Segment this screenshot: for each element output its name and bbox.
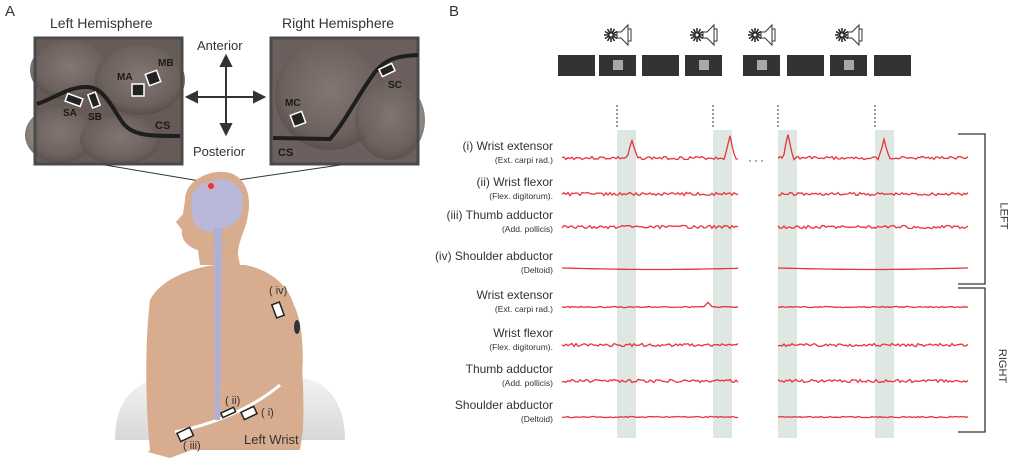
label-mb: MB [158,58,174,69]
flash-and-speaker-icon [604,23,632,47]
emg-trace [777,415,969,419]
channel-muscle: (Deltoid) [520,265,553,275]
stimulation-site-icon [208,183,214,189]
emg-electrode-ii [219,406,237,419]
emg-electrode-iv [270,301,286,319]
label-posterior: Posterior [193,144,246,159]
panel-b-letter: B [449,3,460,20]
emg-trace [777,378,969,384]
channel-name: Wrist flexor [493,326,553,340]
response-window [617,130,636,438]
response-window [778,130,797,438]
channel-muscle: (Ext. carpi rad.) [494,155,553,165]
direction-compass [184,53,267,137]
trial-block [787,55,824,76]
emg-trace [561,224,739,230]
central-sulcus-line-right [272,53,419,142]
left-hemisphere-map [25,36,185,166]
left-hemisphere-title: Left Hemisphere [50,15,153,31]
emg-trace [561,301,739,309]
response-window [875,130,894,438]
channel-muscle: (Add. pollicis) [501,378,553,388]
channel-muscle: (Deltoid) [520,414,553,424]
channel-name: (iii) Thumb adductor [446,208,554,222]
bracket-left [958,133,986,285]
human-body-figure [146,171,304,458]
channel-name: (ii) Wrist flexor [476,175,553,189]
channel-name: Thumb adductor [465,362,553,376]
label-cs-right: CS [278,147,294,159]
flash-and-speaker-icon [748,23,776,47]
label-cs-left: CS [155,120,171,132]
emg-trace [777,134,969,161]
electrode-sc [377,62,397,78]
trial-block [874,55,911,76]
emg-trace [561,342,739,348]
label-mc: MC [285,98,301,109]
emg-trace [561,415,739,419]
electrode-mb [144,69,162,87]
emg-trace [561,378,739,384]
emg-trace [777,224,969,230]
emg-electrode-i [239,405,259,421]
bracket-right [958,287,986,433]
visual-cue-square [699,60,709,70]
panel-a-letter: A [5,3,16,20]
right-hemisphere-map [269,36,425,166]
label-left-wrist: Left Wrist [244,432,299,447]
channel-name: (i) Wrist extensor [462,139,553,153]
channel-muscle: (Flex. digitorum). [489,191,553,201]
visual-cue-square [613,60,623,70]
label-sb: SB [88,112,102,123]
emg-trace [777,191,969,197]
label-sa: SA [63,108,77,119]
flash-and-speaker-icon [690,23,718,47]
emg-trace [561,135,739,161]
response-window [713,130,732,438]
trial-block [642,55,679,76]
visual-cue-square [844,60,854,70]
channel-muscle: (Flex. digitorum). [489,342,553,352]
emg-trace [778,267,968,271]
visual-cue-square [757,60,767,70]
label-sc: SC [388,80,402,91]
electrode-sb [86,91,102,109]
emg-trace [777,342,969,348]
electrode-sa [64,92,84,108]
trial-block [558,55,595,76]
label-emg-ii: ( ii) [225,395,241,407]
emg-trace [561,191,739,197]
right-hemisphere-title: Right Hemisphere [282,15,395,31]
emg-trace [777,305,969,309]
channel-name: Wrist extensor [476,288,553,302]
electrode-ma [131,83,145,97]
channel-name: Shoulder abductor [454,398,553,412]
emg-trace [562,267,739,271]
group-label-right: RIGHT [996,348,1009,384]
label-anterior: Anterior [197,38,243,53]
label-emg-iii: ( iii) [183,440,201,452]
label-emg-iv: ( iv) [269,285,288,297]
channel-name: (iv) Shoulder abductor [434,249,553,263]
group-label-left: LEFT [997,202,1010,230]
central-sulcus-line-left [36,84,181,138]
electrode-mc [289,110,307,128]
emg-electrode-iii [175,426,195,443]
channel-muscle: (Add. pollicis) [501,224,553,234]
label-ma: MA [117,72,133,83]
label-emg-i: ( i) [261,407,274,419]
flash-and-speaker-icon [835,23,863,47]
channel-muscle: (Ext. carpi rad.) [494,304,553,314]
trace-break-ellipsis: ··· [748,153,766,167]
